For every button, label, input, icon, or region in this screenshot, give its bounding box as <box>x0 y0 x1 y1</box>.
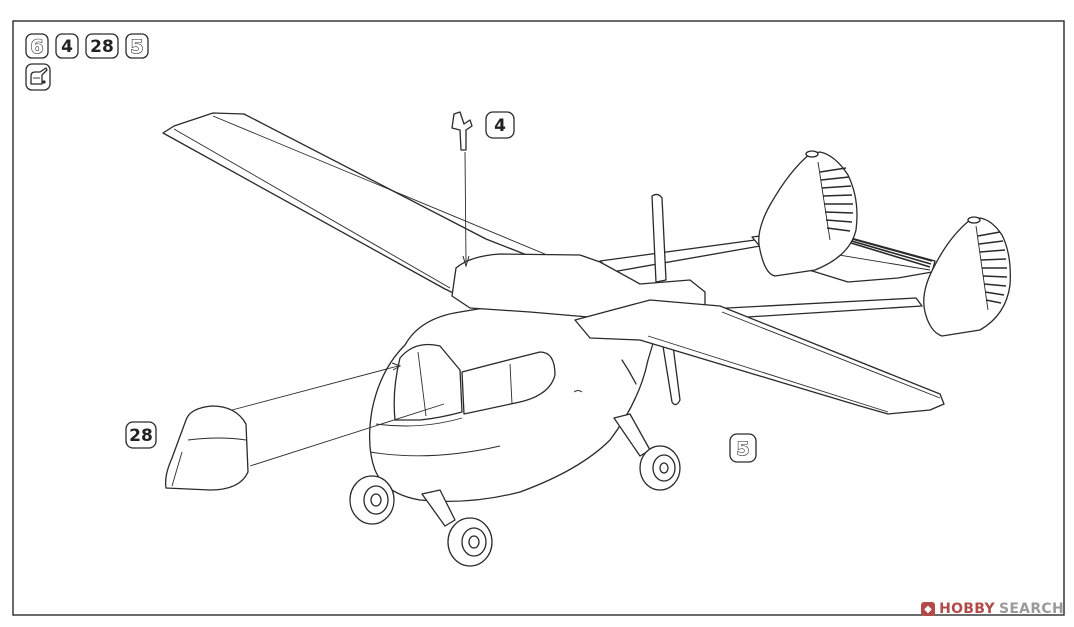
callout-6: 6 <box>25 33 49 59</box>
canopy-part <box>164 362 445 491</box>
pusher-propeller <box>651 193 681 406</box>
watermark-suffix: SEARCH <box>998 601 1064 617</box>
callout-airframe: 5 <box>729 433 757 463</box>
callout-28: 28 <box>85 33 119 59</box>
right-vertical-fin <box>923 216 1011 337</box>
watermark: ◆ HOBBY SEARCH <box>921 601 1064 617</box>
right-main-landing-gear <box>613 413 681 491</box>
cockpit-frame <box>369 343 583 457</box>
callout-28-label: 28 <box>90 37 114 57</box>
callout-canopy-label: 28 <box>129 426 153 446</box>
callout-airframe-label: 5 <box>736 438 749 460</box>
nose-landing-gear <box>421 489 493 567</box>
page-border <box>12 20 1065 616</box>
propeller-part <box>451 111 473 268</box>
watermark-brand: HOBBY <box>939 601 995 617</box>
glue-bottle-icon <box>25 63 51 91</box>
callout-6-label: 6 <box>30 36 43 58</box>
right-tail-boom <box>599 239 761 273</box>
header-callouts: 6 4 28 5 <box>25 33 149 91</box>
callout-propeller-label: 4 <box>494 116 506 136</box>
callout-5: 5 <box>125 33 149 59</box>
callout-4-label: 4 <box>61 37 73 57</box>
right-wing <box>574 299 945 415</box>
callout-propeller: 4 <box>485 111 515 139</box>
left-main-landing-gear <box>349 475 395 525</box>
left-vertical-fin <box>758 150 858 277</box>
callout-5-label: 5 <box>130 36 143 58</box>
aircraft-drawing <box>162 111 1011 567</box>
callout-4: 4 <box>55 33 79 59</box>
callout-canopy: 28 <box>125 421 157 449</box>
hobby-search-logo-icon: ◆ <box>921 602 936 616</box>
